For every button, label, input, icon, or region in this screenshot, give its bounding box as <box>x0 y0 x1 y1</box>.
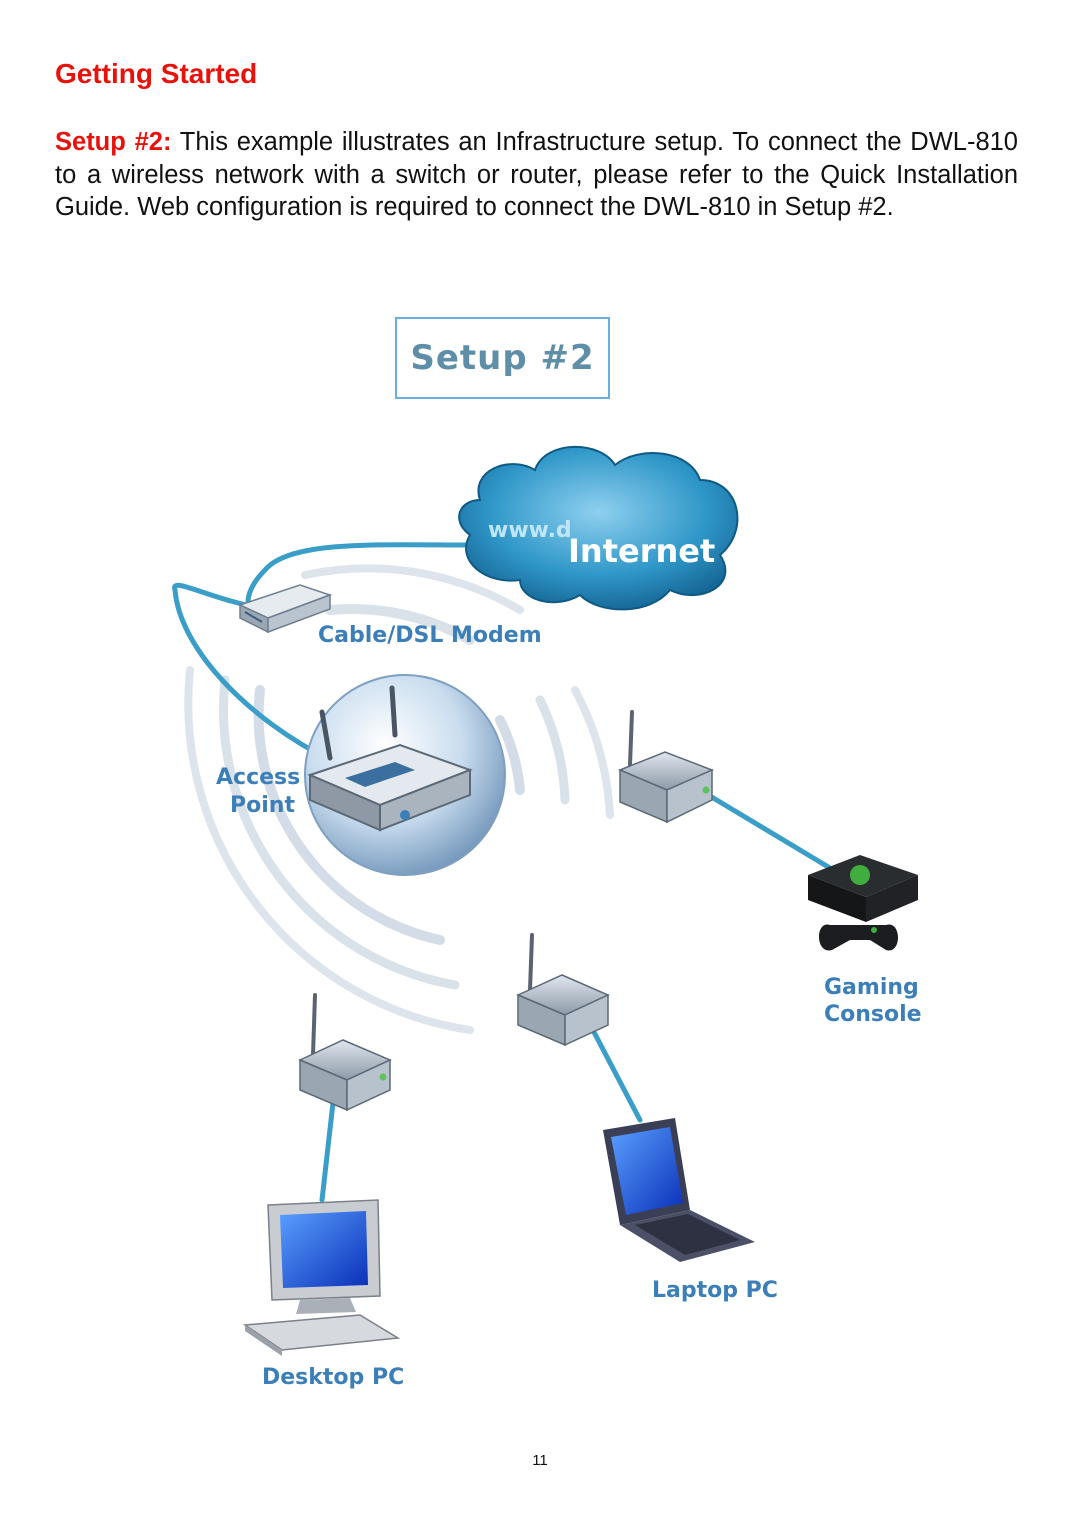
intro-body: This example illustrates an Infrastructu… <box>55 128 1018 221</box>
modem-label: Cable/DSL Modem <box>318 623 542 648</box>
setup-title-box: Setup #2 <box>395 317 610 399</box>
page-heading: Getting Started <box>55 58 258 89</box>
access-point-icon <box>304 674 506 876</box>
desktop-pc-icon <box>242 1199 401 1356</box>
internet-cloud-icon: www.d Internet <box>458 445 739 611</box>
bridge-desktop-icon <box>298 993 392 1112</box>
network-cables <box>172 542 833 1203</box>
desktop-label: Desktop PC <box>262 1365 404 1390</box>
wireless-waves <box>184 564 614 1034</box>
setup-title-text: Setup #2 <box>410 338 595 378</box>
modem-icon <box>237 584 333 634</box>
bridge-laptop-icon <box>516 933 610 1047</box>
gaming-label-line1: Gaming <box>824 975 919 1000</box>
bridge-gaming-icon <box>618 710 714 824</box>
gaming-label-line2: Console <box>824 1002 922 1027</box>
laptop-icon <box>603 1118 755 1262</box>
ap-label-line1: Access <box>216 765 300 790</box>
gaming-console-icon <box>808 855 918 951</box>
cloud-label: Internet <box>568 532 715 570</box>
intro-paragraph: Setup #2: This example illustrates an In… <box>55 126 1018 224</box>
laptop-label: Laptop PC <box>652 1278 778 1303</box>
cloud-url-text: www.d <box>488 518 572 543</box>
page-number: 11 <box>532 1452 548 1469</box>
ap-label-line2: Point <box>230 793 295 818</box>
intro-lead: Setup #2: <box>55 128 172 156</box>
network-diagram: www.d Internet Cable/DSL Modem Access Po… <box>172 445 922 1390</box>
